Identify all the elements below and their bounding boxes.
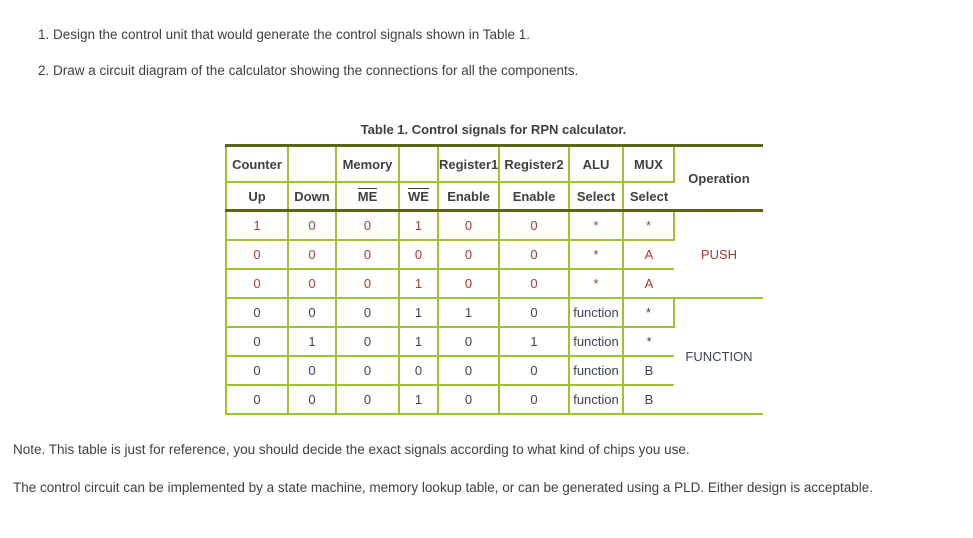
signal-row-5: 0 1 0 1 0 1 function * — [226, 327, 763, 357]
signal-cell: 0 — [399, 356, 439, 386]
signal-cell: 1 — [399, 210, 439, 241]
signal-cell: 0 — [499, 210, 570, 241]
signal-row-4: 0 0 0 1 1 0 function * FUNCTION — [226, 298, 763, 415]
group-header-empty-1 — [288, 145, 337, 183]
active-low-overline-me: ME — [357, 188, 378, 204]
signal-cell: B — [623, 385, 674, 415]
signal-cell: 0 — [336, 210, 400, 241]
signal-cell: 1 — [438, 298, 500, 328]
operation-label-push: PUSH — [674, 210, 763, 299]
col-header-we: WE — [399, 182, 439, 212]
signal-cell: 0 — [288, 240, 337, 270]
signal-cell: 0 — [226, 269, 289, 299]
signal-cell: 0 — [438, 210, 500, 241]
signal-cell: 0 — [438, 240, 500, 270]
signal-cell: A — [623, 240, 674, 270]
signal-cell: 1 — [399, 298, 439, 328]
signal-cell: 1 — [399, 269, 439, 299]
col-header-down: Down — [288, 182, 337, 212]
signal-cell: * — [569, 210, 624, 241]
signal-cell: function — [569, 356, 624, 386]
header-group-row: Counter Memory Register1 Register2 ALU M… — [226, 145, 763, 212]
signal-cell: * — [623, 210, 675, 241]
signal-row-3: 0 0 0 1 0 0 * A — [226, 269, 763, 299]
table-section: Table 1. Control signals for RPN calcula… — [225, 122, 763, 415]
signal-cell: 0 — [226, 356, 289, 386]
instruction-2: 2. Draw a circuit diagram of the calcula… — [38, 63, 579, 78]
signal-cell: 0 — [336, 356, 400, 386]
signal-cell: 1 — [288, 327, 337, 357]
signal-row-7: 0 0 0 1 0 0 function B — [226, 385, 763, 415]
col-header-reg2-enable: Enable — [499, 182, 570, 212]
group-header-memory: Memory — [336, 145, 400, 183]
signal-cell: * — [623, 298, 675, 328]
signal-cell: function — [569, 385, 624, 415]
column-header-operation: Operation — [674, 145, 763, 212]
signal-cell: 0 — [288, 298, 337, 328]
signal-cell: 0 — [288, 269, 337, 299]
signal-cell: 0 — [336, 240, 400, 270]
signal-cell: * — [569, 269, 624, 299]
signal-cell: 1 — [226, 210, 289, 241]
group-header-register1: Register1 — [438, 145, 500, 183]
signal-cell: 0 — [288, 356, 337, 386]
control-signals-table: Counter Memory Register1 Register2 ALU M… — [225, 144, 763, 415]
signal-cell: 1 — [399, 385, 439, 415]
signal-cell: 0 — [399, 240, 439, 270]
signal-cell: 0 — [226, 298, 289, 328]
header-column-row: Up Down ME WE Enable Enable Select Selec… — [226, 182, 763, 212]
signal-cell: 0 — [499, 385, 570, 415]
signal-cell: 0 — [438, 356, 500, 386]
group-header-mux: MUX — [623, 145, 675, 183]
col-header-up: Up — [226, 182, 289, 212]
signal-cell: * — [569, 240, 624, 270]
signal-cell: 0 — [288, 210, 337, 241]
signal-cell: B — [623, 356, 674, 386]
col-header-reg1-enable: Enable — [438, 182, 500, 212]
signal-cell: 0 — [438, 269, 500, 299]
signal-cell: 1 — [499, 327, 570, 357]
signal-row-6: 0 0 0 0 0 0 function B — [226, 356, 763, 386]
signal-cell: * — [623, 327, 674, 357]
signal-cell: 0 — [226, 327, 289, 357]
signal-cell: function — [569, 298, 624, 328]
group-header-counter: Counter — [226, 145, 289, 183]
signal-row-1: 1 0 0 1 0 0 * * PUSH — [226, 210, 763, 299]
signal-cell: 0 — [438, 385, 500, 415]
signal-cell: 0 — [499, 240, 570, 270]
footer-text: The control circuit can be implemented b… — [13, 480, 873, 495]
col-header-mux-select: Select — [623, 182, 674, 212]
table-title: Table 1. Control signals for RPN calcula… — [360, 122, 627, 137]
group-header-alu: ALU — [569, 145, 624, 183]
signal-cell: 0 — [288, 385, 337, 415]
operation-label-function: FUNCTION — [674, 298, 763, 415]
signal-cell: 0 — [438, 327, 500, 357]
instruction-1: 1. Design the control unit that would ge… — [38, 27, 531, 42]
signal-cell: 0 — [499, 298, 570, 328]
active-low-overline-we: WE — [408, 188, 429, 204]
col-header-alu-select: Select — [569, 182, 624, 212]
group-header-empty-2 — [399, 145, 439, 183]
signal-cell: 1 — [399, 327, 439, 357]
signal-cell: 0 — [336, 298, 400, 328]
signal-cell: 0 — [336, 327, 400, 357]
signal-cell: A — [623, 269, 674, 299]
signal-cell: 0 — [499, 269, 570, 299]
signal-cell: 0 — [336, 385, 400, 415]
signal-cell: 0 — [226, 385, 289, 415]
note-text: Note. This table is just for reference, … — [13, 442, 690, 457]
signal-cell: 0 — [226, 240, 289, 270]
signal-cell: 0 — [499, 356, 570, 386]
signal-cell: function — [569, 327, 624, 357]
col-header-me: ME — [336, 182, 400, 212]
signal-row-2: 0 0 0 0 0 0 * A — [226, 240, 763, 270]
signal-cell: 0 — [336, 269, 400, 299]
group-header-register2: Register2 — [499, 145, 570, 183]
